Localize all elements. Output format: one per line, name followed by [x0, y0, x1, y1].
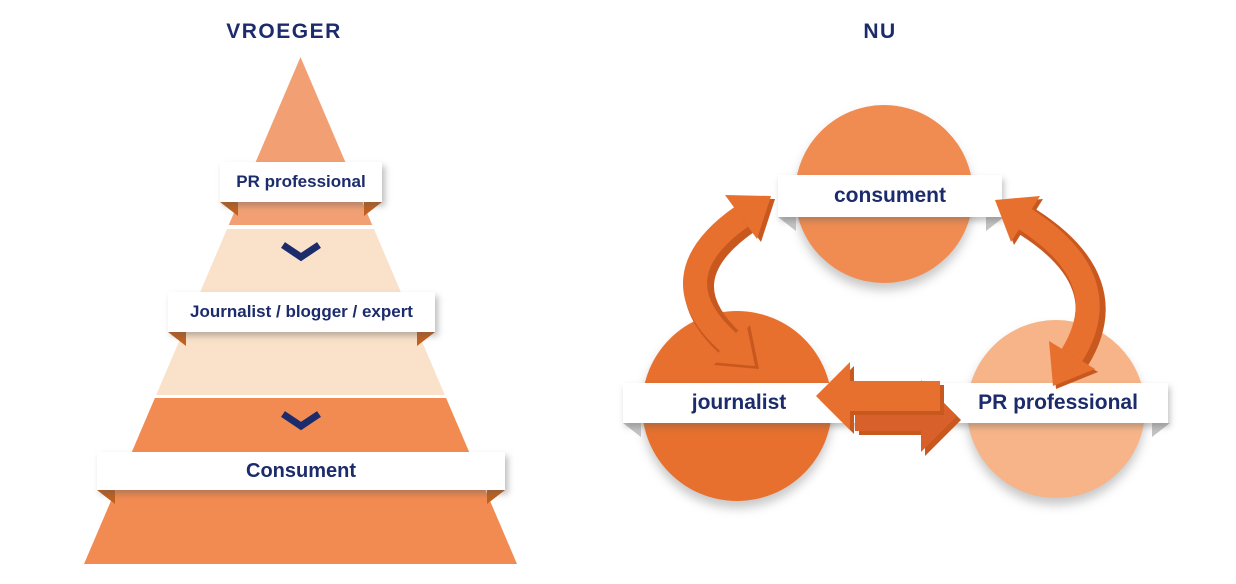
- pyramid-label-text: Consument: [246, 459, 356, 482]
- left-panel-title: VROEGER: [226, 20, 342, 43]
- ribbon-fold: [417, 332, 435, 346]
- pyramid-label-text: PR professional: [236, 172, 366, 191]
- node-label-consument: consument: [778, 175, 1002, 217]
- node-label-text: journalist: [691, 391, 787, 414]
- ribbon-fold: [97, 490, 115, 504]
- right-panel-title: NU: [863, 20, 897, 43]
- pyramid-label-text: Journalist / blogger / expert: [190, 302, 413, 321]
- pyramid-label-journalist-blogger-expert: Journalist / blogger / expert: [168, 292, 435, 332]
- pyramid-label-pr-professional: PR professional: [220, 162, 382, 202]
- node-label-pr-professional: PR professional: [953, 383, 1163, 423]
- node-label-band: journalist PR professional: [623, 383, 1168, 423]
- ribbon-fold: [487, 490, 505, 504]
- band-fold: [778, 217, 796, 231]
- band-fold: [1152, 423, 1170, 437]
- ribbon-fold: [168, 332, 186, 346]
- ribbon-fold: [364, 202, 382, 216]
- chevron-down-icon: [281, 242, 321, 262]
- node-label-text: consument: [833, 184, 946, 207]
- band-fold: [623, 423, 641, 437]
- node-label-text: PR professional: [978, 391, 1138, 414]
- ribbon-fold: [220, 202, 238, 216]
- pyramid-label-consument: Consument: [97, 452, 505, 490]
- band-fold: [986, 217, 1004, 231]
- node-label-journalist: journalist: [623, 383, 855, 423]
- chevron-down-icon: [281, 411, 321, 431]
